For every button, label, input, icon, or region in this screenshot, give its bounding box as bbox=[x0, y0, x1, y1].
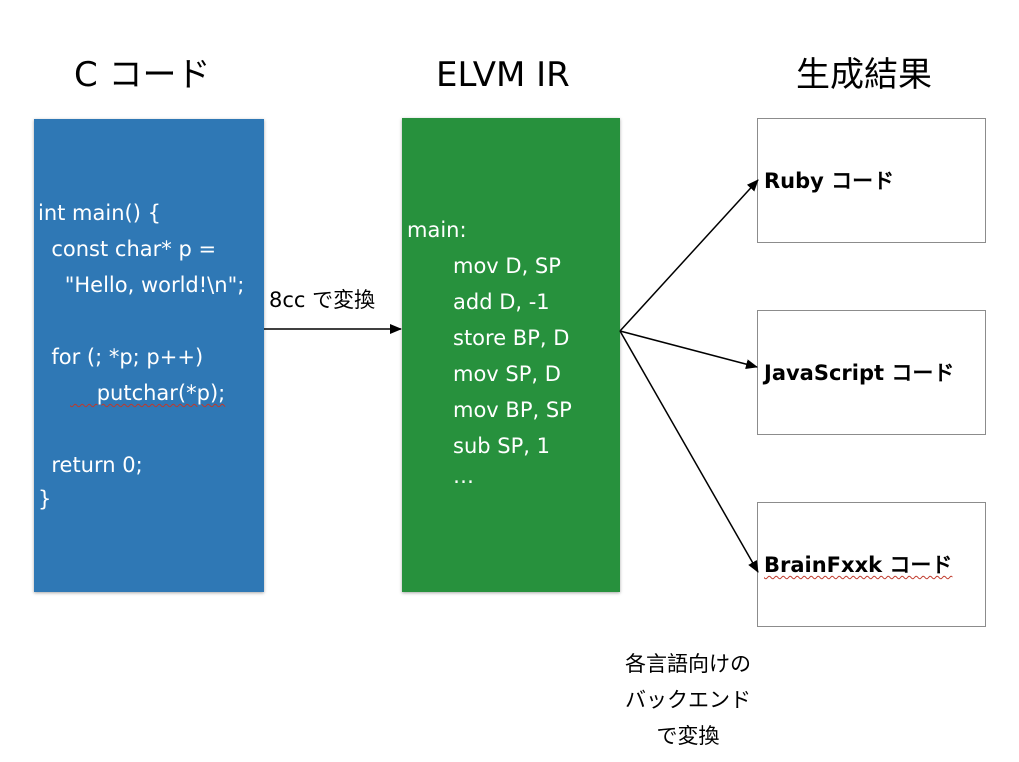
ruby-output-box: Ruby コード bbox=[757, 118, 986, 243]
backend-note-line: バックエンド bbox=[625, 688, 751, 712]
ir-line: store BP, D bbox=[453, 326, 570, 350]
c-code-line: for (; *p; p++) bbox=[38, 345, 204, 369]
ir-line: sub SP, 1 bbox=[453, 434, 550, 458]
ir-to-ruby-arrow bbox=[619, 179, 759, 332]
c-code-line: return 0; bbox=[38, 453, 143, 477]
ir-label: main: bbox=[407, 218, 467, 242]
ir-to-javascript-arrow bbox=[619, 330, 758, 370]
c-code-line: } bbox=[38, 487, 52, 511]
brainfxxk-output-box: BrainFxxk コード bbox=[757, 502, 986, 627]
c-code-line: int main() { bbox=[38, 201, 161, 225]
ruby-output-label: Ruby コード bbox=[764, 169, 895, 193]
c-code-line: const char* p = bbox=[38, 237, 217, 261]
javascript-output-label: JavaScript コード bbox=[764, 361, 955, 385]
ir-line: mov SP, D bbox=[453, 362, 561, 386]
elvm-ir-title: ELVM IR bbox=[436, 55, 570, 95]
c-code-title: C コード bbox=[74, 55, 211, 95]
backend-note-line: 各言語向けの bbox=[625, 652, 751, 676]
ir-line: add D, -1 bbox=[453, 290, 550, 314]
c-code-line-putchar: putchar(*p); bbox=[70, 381, 226, 405]
javascript-output-box: JavaScript コード bbox=[757, 310, 986, 435]
ir-ellipsis: … bbox=[453, 464, 474, 488]
elvm-ir-panel: main: mov D, SP add D, -1 store BP, D mo… bbox=[402, 118, 620, 592]
c-code-panel: int main() { const char* p = "Hello, wor… bbox=[34, 119, 264, 592]
ir-to-brainfxxk-arrow bbox=[619, 330, 759, 573]
c-code-line: "Hello, world!\n"; bbox=[38, 273, 245, 297]
backend-note-line: で変換 bbox=[656, 724, 720, 748]
backend-note: 各言語向けの バックエンド で変換 bbox=[608, 646, 768, 754]
output-title: 生成結果 bbox=[796, 55, 932, 95]
brainfxxk-output-label: BrainFxxk コード bbox=[764, 553, 953, 577]
compile-edge-label: 8cc で変換 bbox=[269, 288, 376, 312]
ir-line: mov BP, SP bbox=[453, 398, 572, 422]
ir-line: mov D, SP bbox=[453, 254, 561, 278]
